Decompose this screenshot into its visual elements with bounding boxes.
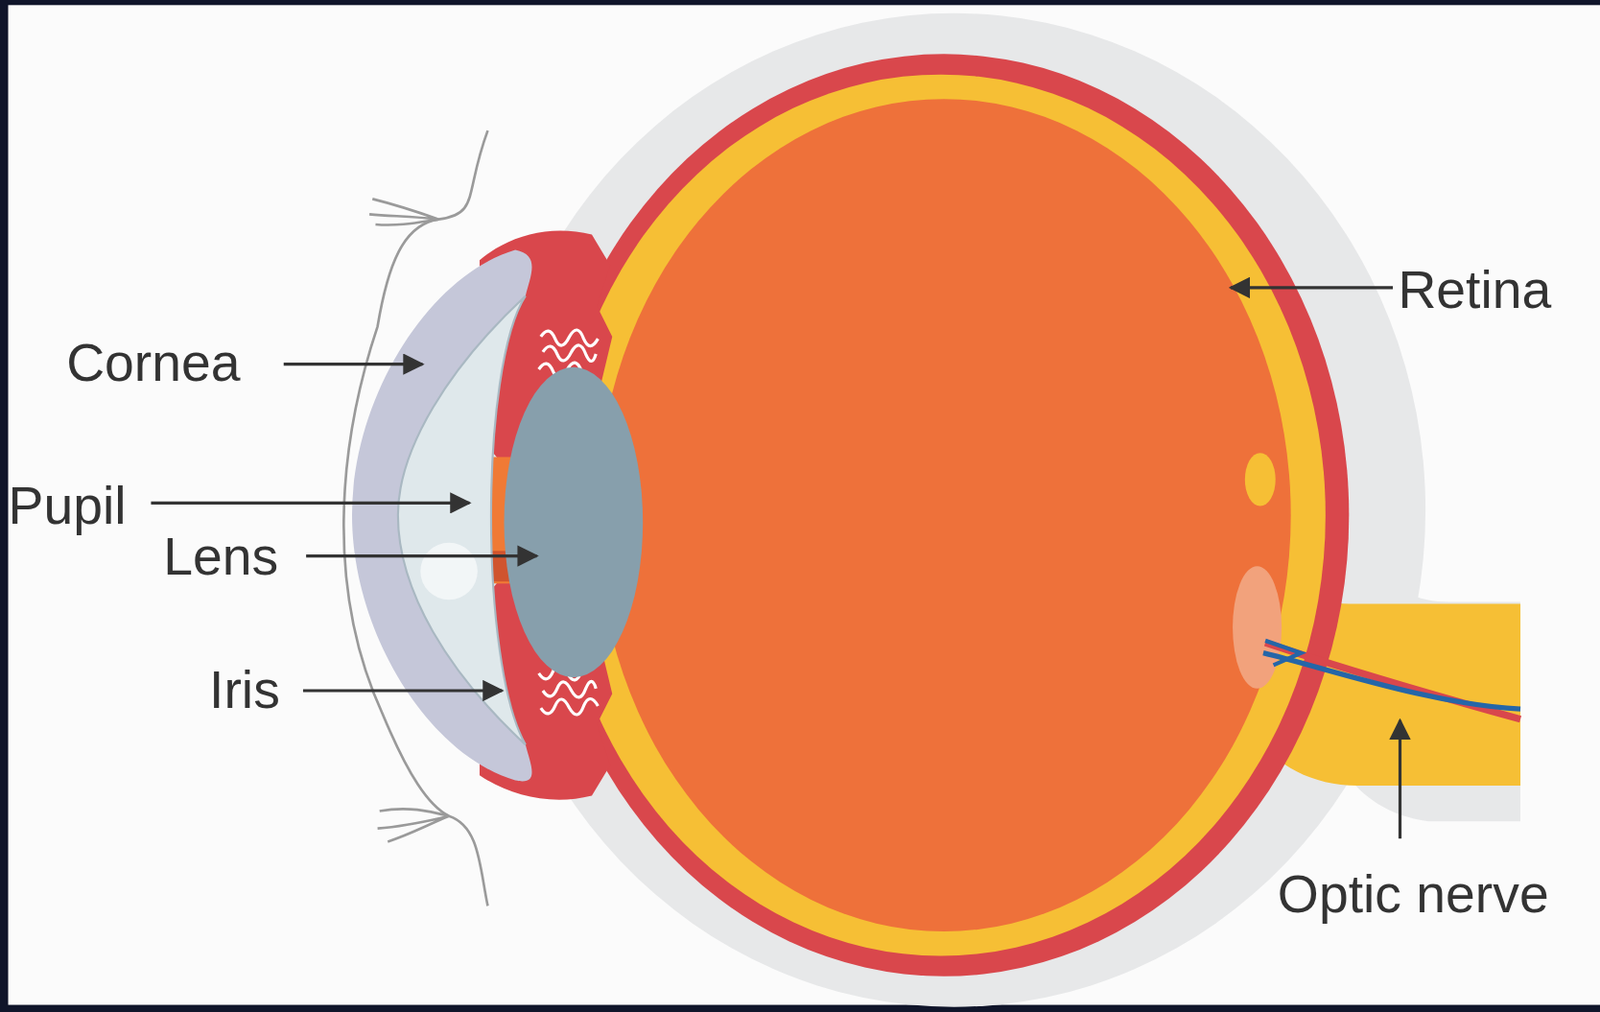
vitreous bbox=[596, 98, 1291, 932]
leader-lines bbox=[150, 287, 1400, 839]
choroid bbox=[539, 53, 1350, 976]
part-label: Iris bbox=[209, 662, 281, 716]
part-label: Optic nerve bbox=[1277, 867, 1550, 920]
eyelid bbox=[343, 130, 488, 906]
retina-layer bbox=[556, 74, 1326, 957]
part-label: Pupil bbox=[8, 478, 127, 532]
part-label: Lens bbox=[163, 529, 279, 583]
optic-disc bbox=[1232, 565, 1282, 689]
part-label: Retina bbox=[1397, 262, 1552, 316]
sclera bbox=[482, 13, 1426, 1008]
fovea bbox=[1245, 452, 1276, 506]
part-label: Cornea bbox=[66, 335, 240, 389]
lens bbox=[504, 367, 644, 678]
